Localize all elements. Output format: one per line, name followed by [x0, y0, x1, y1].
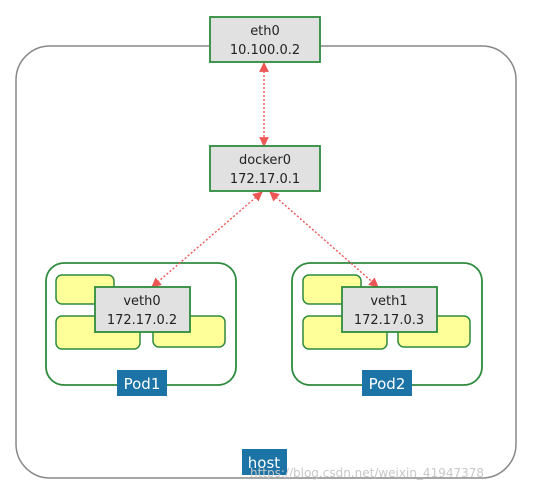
docker0-name: docker0 — [239, 153, 291, 168]
host-label: host — [248, 454, 280, 472]
pod1-tag: Pod1 — [117, 370, 167, 396]
veth0-box — [94, 286, 191, 333]
eth0-ip: 10.100.0.2 — [230, 43, 300, 58]
eth0-interface: eth0 10.100.0.2 — [209, 16, 321, 63]
host-boundary — [15, 45, 517, 479]
host-tag-bg — [242, 449, 287, 475]
eth0-box — [209, 16, 321, 63]
eth0-name: eth0 — [250, 24, 280, 39]
veth0-interface: veth0 172.17.0.2 — [94, 286, 191, 333]
host-tag: host — [242, 449, 287, 475]
docker0-ip: 172.17.0.1 — [230, 172, 300, 187]
docker0-bridge: docker0 172.17.0.1 — [209, 145, 321, 192]
veth0-name: veth0 — [123, 294, 160, 309]
veth1-name: veth1 — [370, 294, 407, 309]
docker0-box — [209, 145, 321, 192]
pod2-tag: Pod2 — [362, 370, 412, 396]
veth1-ip: 172.17.0.3 — [354, 313, 424, 328]
watermark-text: https://blog.csdn.net/weixin_41947378 — [250, 466, 484, 480]
arrow-docker0-veth0 — [151, 191, 263, 288]
veth0-ip: 172.17.0.2 — [107, 313, 177, 328]
veth1-box — [341, 286, 438, 333]
veth1-interface: veth1 172.17.0.3 — [341, 286, 438, 333]
pod1-tag-bg — [117, 370, 167, 396]
pod1-label: Pod1 — [124, 375, 161, 393]
arrow-docker0-veth1 — [269, 191, 379, 288]
pod2-tag-bg — [362, 370, 412, 396]
pod2-label: Pod2 — [369, 375, 406, 393]
